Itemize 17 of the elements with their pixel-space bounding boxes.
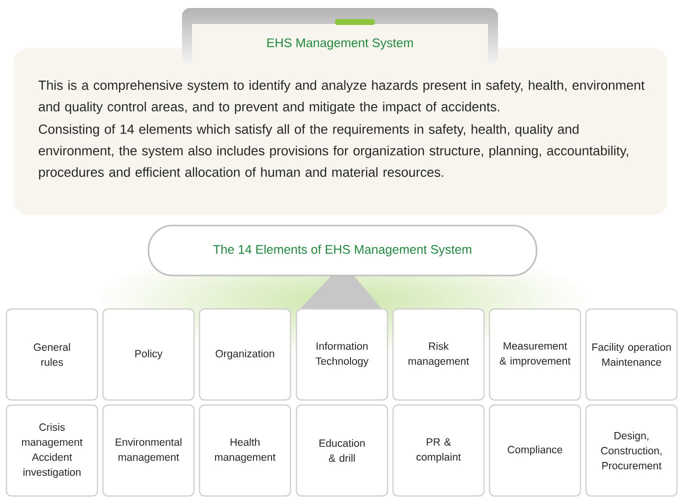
element-box: Crisis management Accident investigation <box>6 404 98 497</box>
element-box: PR & complaint <box>392 404 485 497</box>
element-box: Measurement & improvement <box>488 308 582 401</box>
element-box: Compliance <box>488 404 582 497</box>
element-box: General rules <box>6 308 98 401</box>
title-pill: The 14 Elements of EHS Management System <box>148 224 538 309</box>
element-box: Education & drill <box>296 404 388 497</box>
element-box: Information Technology <box>296 308 388 401</box>
element-box: Facility operation Maintenance <box>585 308 678 401</box>
element-box: Health management <box>198 404 292 497</box>
element-box: Environmental management <box>102 404 195 497</box>
element-box: Organization <box>198 308 292 401</box>
node-label: EHS Management System <box>267 38 413 50</box>
header-tab: EHS Management System <box>192 19 488 64</box>
element-box: Design, Construction, Procurement <box>585 404 678 497</box>
element-box: Risk management <box>392 308 485 401</box>
element-box: Policy <box>102 308 195 401</box>
